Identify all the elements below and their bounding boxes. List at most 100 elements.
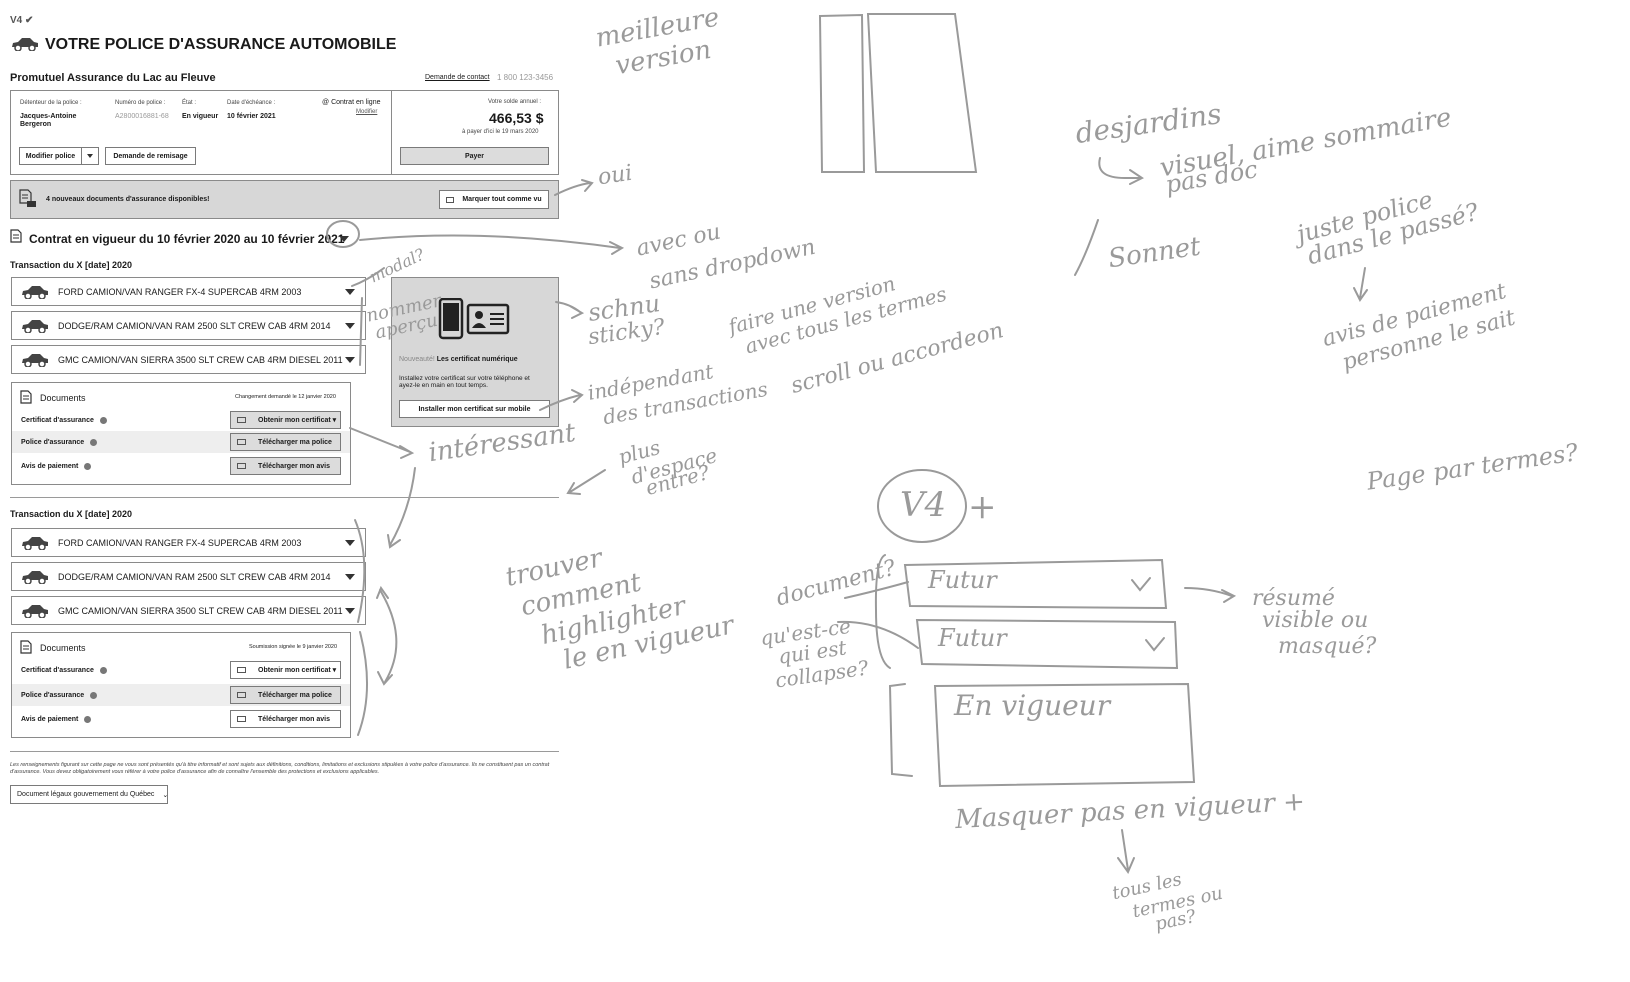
bracket-docs — [357, 631, 369, 736]
info-icon — [99, 666, 107, 674]
car-icon — [22, 319, 48, 333]
contract-title: Contrat en vigueur du 10 février 2020 au… — [29, 232, 345, 246]
chevron-down-icon — [345, 607, 355, 614]
documents-note: Soumission signée le 9 janvier 2020 — [249, 644, 338, 650]
documents-title: Documents — [40, 393, 86, 403]
promo-heading: Nouveauté! Les certificat numérique — [399, 356, 518, 363]
contract-dropdown-icon[interactable] — [339, 236, 349, 242]
pay-button[interactable]: Payer — [400, 147, 549, 165]
promo-text: Installez votre certificat sur votre tél… — [399, 375, 530, 390]
envelope-icon — [237, 692, 246, 698]
arrow-sticky — [555, 301, 585, 319]
book-sketch-right — [866, 13, 978, 173]
get-certificate-button[interactable]: Obtenir mon certificat ▾ — [230, 661, 341, 679]
state-label: État : — [182, 100, 197, 106]
note-futur-2: Futur — [938, 624, 1007, 652]
chevron-down-icon — [345, 322, 355, 329]
arrow-desjardins — [1098, 157, 1144, 185]
car-icon — [22, 604, 48, 618]
version-label: V4 ✔ — [10, 15, 34, 26]
vehicle-row[interactable]: DODGE/RAM CAMION/VAN RAM 2500 SLT CREW C… — [11, 562, 366, 591]
arrow-espace — [566, 469, 606, 495]
holder-label: Détenteur de la police : — [20, 100, 82, 106]
phone-card-icon — [438, 298, 510, 340]
vehicle-label: GMC CAMION/VAN SIERRA 3500 SLT CREW CAB … — [58, 354, 343, 365]
download-notice-button[interactable]: Télécharger mon avis — [230, 710, 341, 728]
note-oui: oui — [596, 160, 634, 191]
download-policy-button[interactable]: Télécharger ma police — [230, 433, 341, 451]
vehicle-row[interactable]: GMC CAMION/VAN SIERRA 3500 SLT CREW CAB … — [11, 596, 366, 625]
car-icon — [22, 570, 48, 584]
document-icon — [10, 229, 22, 243]
download-policy-button[interactable]: Télécharger ma police — [230, 686, 341, 704]
number-label: Numéro de police : — [115, 100, 166, 106]
arrow-oui — [554, 179, 594, 196]
envelope-icon — [237, 716, 246, 722]
note-pas: pas? — [1153, 905, 1198, 936]
info-icon — [99, 416, 107, 424]
note-document: document? — [773, 555, 899, 612]
info-icon — [90, 438, 98, 446]
arrow-tous — [1117, 829, 1135, 875]
note-desjardins: desjardins — [1073, 96, 1224, 151]
envelope-icon — [237, 463, 246, 469]
info-icon — [90, 691, 98, 699]
vehicle-row[interactable]: FORD CAMION/VAN RANGER FX-4 SUPERCAB 4RM… — [11, 277, 366, 306]
page-title: VOTRE POLICE D'ASSURANCE AUTOMOBILE — [45, 36, 397, 53]
due-label: Date d'échéance : — [227, 100, 276, 106]
balance-value: 466,53 $ — [489, 110, 544, 126]
download-notice-button[interactable]: Télécharger mon avis — [230, 457, 341, 475]
book-sketch-left — [818, 13, 866, 173]
pay-by: à payer d'ici le 19 mars 2020 — [462, 129, 539, 135]
arrow-dropdown — [359, 234, 625, 255]
transaction-title: Transaction du X [date] 2020 — [10, 509, 133, 519]
car-icon — [22, 353, 48, 367]
modify-policy-button[interactable]: Modifier police — [19, 147, 82, 165]
phone-number: 1 800 123-3456 — [497, 73, 554, 82]
note-visible-ou: visible ou — [1262, 608, 1369, 633]
vehicle-label: FORD CAMION/VAN RANGER FX-4 SUPERCAB 4RM… — [58, 286, 302, 297]
doc-row-notice: Avis de paiement — [12, 708, 350, 730]
install-certificate-button[interactable]: Installer mon certificat sur mobile — [399, 400, 550, 418]
note-plus-sign: + — [968, 487, 997, 527]
chevron-sketch-1 — [1131, 577, 1151, 592]
doc-row-notice: Avis de paiement — [12, 455, 350, 477]
online-modify-link[interactable]: Modifier — [356, 109, 378, 115]
at-icon: @ — [322, 99, 330, 106]
vehicle-row[interactable]: DODGE/RAM CAMION/VAN RAM 2500 SLT CREW C… — [11, 311, 366, 340]
gov-documents-select[interactable]: Document légaux gouvernement du Québec⌄ — [10, 785, 168, 804]
modify-dropdown-button[interactable] — [81, 147, 99, 165]
note-v4: V4 — [900, 485, 947, 525]
doc-row-certificate: Certificat d'assurance — [12, 659, 350, 681]
chevron-sketch-2 — [1145, 637, 1165, 652]
chevron-down-icon: ⌄ — [162, 791, 169, 799]
arrow-double — [376, 585, 398, 686]
vehicle-row[interactable]: GMC CAMION/VAN SIERRA 3500 SLT CREW CAB … — [11, 345, 366, 374]
vehicle-row[interactable]: FORD CAMION/VAN RANGER FX-4 SUPERCAB 4RM… — [11, 528, 366, 557]
note-futur-1: Futur — [928, 566, 997, 594]
car-icon — [22, 536, 48, 550]
document-icon — [20, 390, 32, 404]
chevron-down-icon — [345, 573, 355, 580]
divider — [10, 497, 559, 498]
mark-all-read-button[interactable]: Marquer tout comme vu — [439, 190, 549, 209]
documents-note: Changement demandé le 12 janvier 2020 — [235, 394, 336, 400]
vehicle-label: DODGE/RAM CAMION/VAN RAM 2500 SLT CREW C… — [58, 320, 331, 331]
reinstate-button[interactable]: Demande de remisage — [105, 147, 196, 165]
envelope-icon — [237, 667, 246, 673]
info-icon — [84, 715, 92, 723]
note-resume: résumé — [1252, 586, 1335, 611]
document-icon — [20, 640, 32, 654]
info-icon — [84, 462, 92, 470]
documents-title: Documents — [40, 643, 86, 653]
car-icon — [22, 285, 48, 299]
transaction-title: Transaction du X [date] 2020 — [10, 260, 133, 270]
get-certificate-button[interactable]: Obtenir mon certificat ▾ — [230, 411, 341, 429]
note-page-par: Page par termes? — [1365, 438, 1580, 496]
contact-link[interactable]: Demande de contact — [425, 74, 490, 81]
new-docs-text: 4 nouveaux documents d'assurance disponi… — [46, 196, 210, 203]
note-en-vigueur: En vigueur — [954, 689, 1111, 722]
arrow-interessant — [349, 427, 415, 459]
vehicle-label: FORD CAMION/VAN RANGER FX-4 SUPERCAB 4RM… — [58, 537, 302, 548]
chevron-down-icon — [87, 154, 93, 158]
